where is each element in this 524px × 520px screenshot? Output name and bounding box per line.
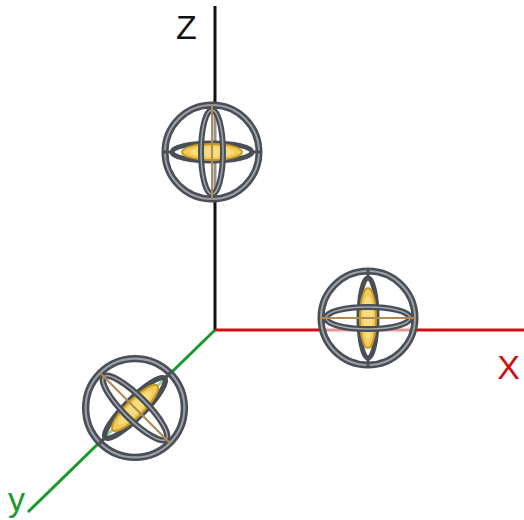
- gyroscope: [61, 334, 209, 482]
- y-axis: [28, 330, 215, 512]
- axis-label: Z: [176, 10, 197, 44]
- axis-label: y: [8, 482, 25, 516]
- axis-label: X: [497, 350, 520, 384]
- gyroscope: [318, 268, 418, 368]
- gyroscope: [162, 102, 262, 202]
